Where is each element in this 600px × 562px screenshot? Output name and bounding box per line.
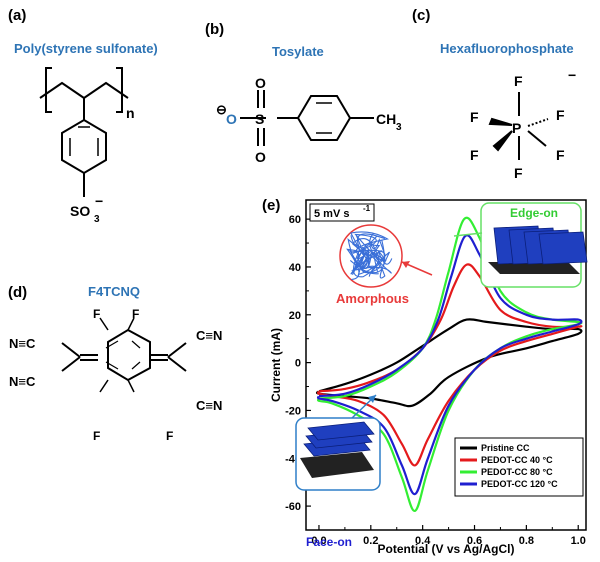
- amorphous-chain: [350, 235, 376, 278]
- panel-c-label: (c): [412, 7, 430, 24]
- scan-rate-label: 5 mV s: [314, 208, 349, 220]
- panel-c: (c) Hexafluorophosphate − F F F P F F F: [412, 7, 576, 181]
- pf6-fluorine-bottom: F: [514, 165, 523, 181]
- face-on-sheet: [307, 421, 375, 441]
- legend-label: PEDOT-CC 40 °C: [481, 455, 553, 465]
- panel-a-title: Poly(styrene sulfonate): [14, 41, 158, 56]
- cv-curve-3: [316, 234, 583, 496]
- panel-b-title: Tosylate: [272, 44, 324, 59]
- y-tick-label: 40: [289, 262, 301, 274]
- panel-e-label: (e): [262, 197, 280, 214]
- y-tick-label: -60: [285, 501, 301, 513]
- tosylate-structure: [240, 90, 374, 146]
- panel-a: (a) Poly(styrene sulfonate) n SO 3 −: [8, 7, 158, 225]
- panel-a-label: (a): [8, 7, 26, 24]
- f4tcnq-fluorine-1: F: [93, 307, 100, 321]
- legend-label: PEDOT-CC 80 °C: [481, 467, 553, 477]
- scan-rate-box: [309, 203, 375, 222]
- pf6-fluorine-lower-right: F: [556, 147, 565, 163]
- edge-on-arrow: [453, 232, 483, 237]
- f4tcnq-nitrile-upper-right: C≡N: [196, 328, 222, 343]
- y-tick-label: 20: [289, 310, 301, 322]
- cv-curve-0: [315, 318, 583, 408]
- x-tick-label: 0.0: [311, 535, 326, 547]
- f4tcnq-structure: [61, 317, 187, 393]
- pf6-fluorine-upper-right: F: [556, 107, 565, 123]
- amorphous-arrowhead: [402, 261, 410, 268]
- panel-d-label: (d): [8, 284, 27, 301]
- tosylate-oxygen-bottom: O: [255, 149, 266, 165]
- f4tcnq-nitrile-lower-left: N≡C: [9, 374, 36, 389]
- x-tick-label: 0.2: [363, 535, 378, 547]
- tosylate-oxygen-anion: O: [226, 111, 237, 127]
- amorphous-chain: [368, 251, 390, 279]
- edge-on-label: Edge-on: [510, 206, 558, 220]
- tosylate-charge: ⊖: [216, 102, 227, 117]
- panel-d: (d) F4TCNQ N≡C N≡C C≡N C≡N F F F F: [8, 284, 222, 443]
- face-on-substrate: [300, 452, 374, 478]
- face-on-arrowhead: [368, 395, 376, 403]
- pf6-structure: [488, 92, 549, 160]
- amorphous-chain: [350, 231, 390, 256]
- f4tcnq-fluorine-2: F: [132, 307, 139, 321]
- pss-sulfonate-sub: 3: [94, 214, 100, 225]
- tosylate-methyl: CH: [376, 111, 396, 127]
- x-tick-label: 0.6: [467, 535, 482, 547]
- f4tcnq-fluorine-4: F: [166, 429, 173, 443]
- amorphous-chain: [349, 249, 393, 269]
- pss-sulfonate-group: SO: [70, 203, 90, 219]
- face-on-label: Face-on: [306, 535, 352, 549]
- y-tick-label: -20: [285, 405, 301, 417]
- panel-c-title: Hexafluorophosphate: [440, 41, 574, 56]
- pss-structure: [39, 67, 129, 197]
- panel-b: (b) Tosylate ⊖ O S O O CH 3: [205, 21, 402, 165]
- scan-rate-superscript: -1: [363, 204, 371, 213]
- amorphous-chain: [356, 233, 386, 260]
- y-axis-label: Current (mA): [269, 328, 283, 402]
- panel-d-title: F4TCNQ: [88, 284, 140, 299]
- legend-label: PEDOT-CC 120 °C: [481, 479, 558, 489]
- x-axis-label: Potential (V vs Ag/AgCl): [378, 542, 515, 556]
- y-tick-label: 0: [295, 358, 301, 370]
- pf6-fluorine-lower-left: F: [470, 147, 479, 163]
- amorphous-label: Amorphous: [336, 291, 409, 306]
- pf6-fluorine-upper-left: F: [470, 109, 479, 125]
- x-tick-label: 1.0: [571, 535, 586, 547]
- edge-on-sheet: [538, 231, 588, 265]
- pf6-phosphorus: P: [512, 120, 521, 136]
- f4tcnq-fluorine-3: F: [93, 429, 100, 443]
- y-tick-label: 60: [289, 214, 301, 226]
- tosylate-sulfur: S: [255, 111, 264, 127]
- legend-label: Pristine CC: [481, 443, 530, 453]
- panel-b-label: (b): [205, 21, 224, 38]
- f4tcnq-nitrile-upper-left: N≡C: [9, 336, 36, 351]
- tosylate-methyl-sub: 3: [396, 122, 402, 133]
- x-tick-label: 0.4: [415, 535, 431, 547]
- x-tick-label: 0.8: [519, 535, 534, 547]
- plot-frame: [305, 199, 587, 531]
- pf6-fluorine-top: F: [514, 73, 523, 89]
- pss-charge: −: [95, 193, 103, 209]
- pf6-charge: −: [568, 67, 576, 83]
- f4tcnq-nitrile-lower-right: C≡N: [196, 398, 222, 413]
- tosylate-oxygen-top: O: [255, 75, 266, 91]
- pss-repeat-n: n: [126, 105, 135, 121]
- edge-on-substrate: [488, 262, 580, 274]
